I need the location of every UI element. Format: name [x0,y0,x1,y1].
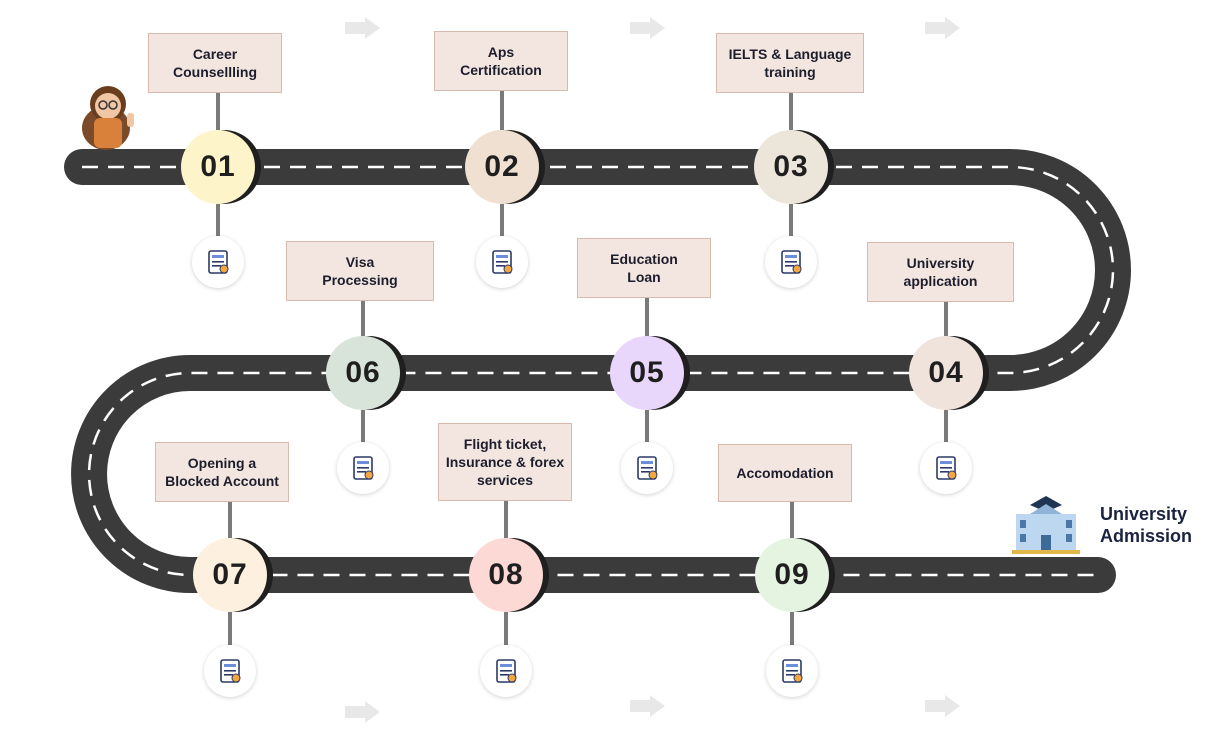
step-label-box: Aps Certification [434,31,568,91]
connector-line [228,502,232,538]
connector-line [361,410,365,442]
step-number-node: 05 [610,336,684,410]
connector-line [361,301,365,336]
connector-line [228,612,232,645]
connector-line [645,298,649,336]
loan-document-icon [621,442,673,494]
step-label-box: Career Counsellling [148,33,282,93]
connector-line [645,410,649,442]
step-label-box: Opening a Blocked Account [155,442,289,502]
direction-arrow [925,695,960,717]
connector-line [789,204,793,236]
step-number-node: 01 [181,130,255,204]
bank-document-icon [204,645,256,697]
direction-arrow [345,701,380,723]
direction-arrows [345,17,960,723]
step-number-node: 04 [909,336,983,410]
connector-line [216,93,220,130]
application-document-icon [920,442,972,494]
step-label-box: Visa Processing [286,241,434,301]
building-accommodation-icon [766,645,818,697]
visa-document-icon [337,442,389,494]
connector-line [500,91,504,130]
step-number-node: 02 [465,130,539,204]
connector-line [790,502,794,538]
direction-arrow [630,695,665,717]
student-character-icon [82,86,134,150]
growth-chart-briefcase-icon [192,236,244,288]
certificate-icon [476,236,528,288]
step-label-box: University application [867,242,1014,302]
step-label-box: Flight ticket, Insurance & forex service… [438,423,572,501]
step-label-box: Education Loan [577,238,711,298]
direction-arrow [630,17,665,39]
finish-label: University Admission [1100,504,1193,546]
connector-line [790,612,794,645]
online-class-laptop-icon [765,236,817,288]
step-number-node: 09 [755,538,829,612]
direction-arrow [925,17,960,39]
connector-line [504,501,508,538]
step-label-box: Accomodation [718,444,852,502]
step-number-node: 03 [754,130,828,204]
connector-line [789,93,793,130]
step-number-node: 06 [326,336,400,410]
university-building-icon [1012,496,1080,554]
step-number-node: 07 [193,538,267,612]
insurance-shield-document-icon [480,645,532,697]
direction-arrow [345,17,380,39]
step-label-box: IELTS & Language training [716,33,864,93]
step-number-node: 08 [469,538,543,612]
connector-line [944,302,948,336]
connector-line [500,204,504,236]
connector-line [944,410,948,442]
connector-line [216,204,220,236]
connector-line [504,612,508,645]
